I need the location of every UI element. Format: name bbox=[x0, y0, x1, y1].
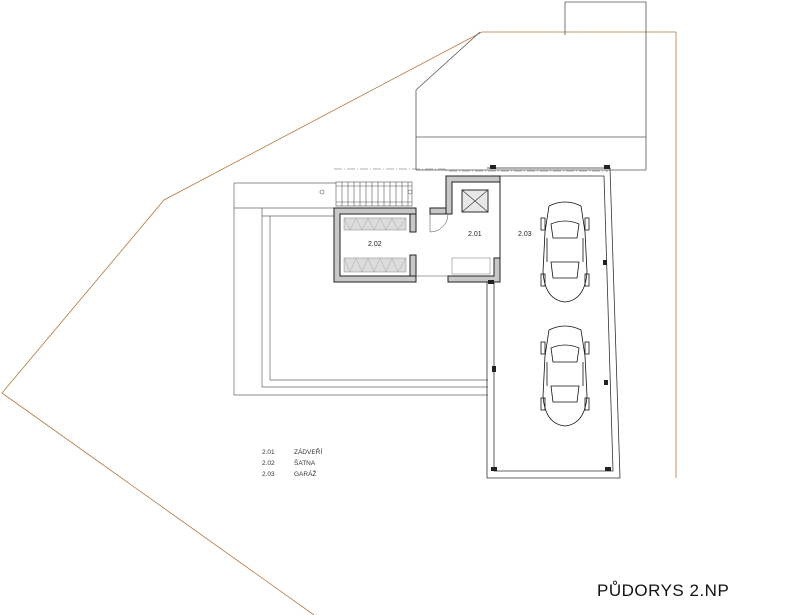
shelf-pattern bbox=[343, 217, 407, 273]
legend-code: 2.03 bbox=[262, 471, 275, 478]
legend-code: 2.01 bbox=[262, 449, 275, 456]
legend-code: 2.02 bbox=[262, 460, 275, 467]
room-label-2-01: 2.01 bbox=[468, 231, 482, 238]
lift-shaft bbox=[461, 189, 489, 213]
legend-name: GARÁŽ bbox=[294, 469, 316, 478]
legend-name: ZÁDVEŘÍ bbox=[294, 447, 322, 456]
stair-post bbox=[319, 189, 325, 195]
neighbour-building bbox=[415, 1, 647, 171]
room-label-2-03: 2.03 bbox=[518, 231, 532, 238]
room-legend: 2.01 ZÁDVEŘÍ 2.02 ŠATNA 2.03 GARÁŽ bbox=[262, 447, 322, 478]
garage-outline bbox=[486, 167, 621, 479]
terrace-outline bbox=[233, 182, 488, 396]
garage-columns bbox=[488, 165, 611, 471]
stair bbox=[335, 181, 413, 207]
dash-dot-line bbox=[334, 168, 608, 172]
site-boundary-line bbox=[1, 31, 677, 615]
stair-post bbox=[407, 189, 413, 195]
car-icon bbox=[540, 325, 590, 427]
car-icon bbox=[540, 201, 590, 303]
drawing-title: PŮDORYS 2.NP bbox=[597, 581, 730, 600]
bench bbox=[451, 257, 491, 275]
door-swing bbox=[429, 213, 449, 233]
legend-name: ŠATNA bbox=[294, 458, 316, 467]
room-label-2-02: 2.02 bbox=[368, 241, 382, 248]
